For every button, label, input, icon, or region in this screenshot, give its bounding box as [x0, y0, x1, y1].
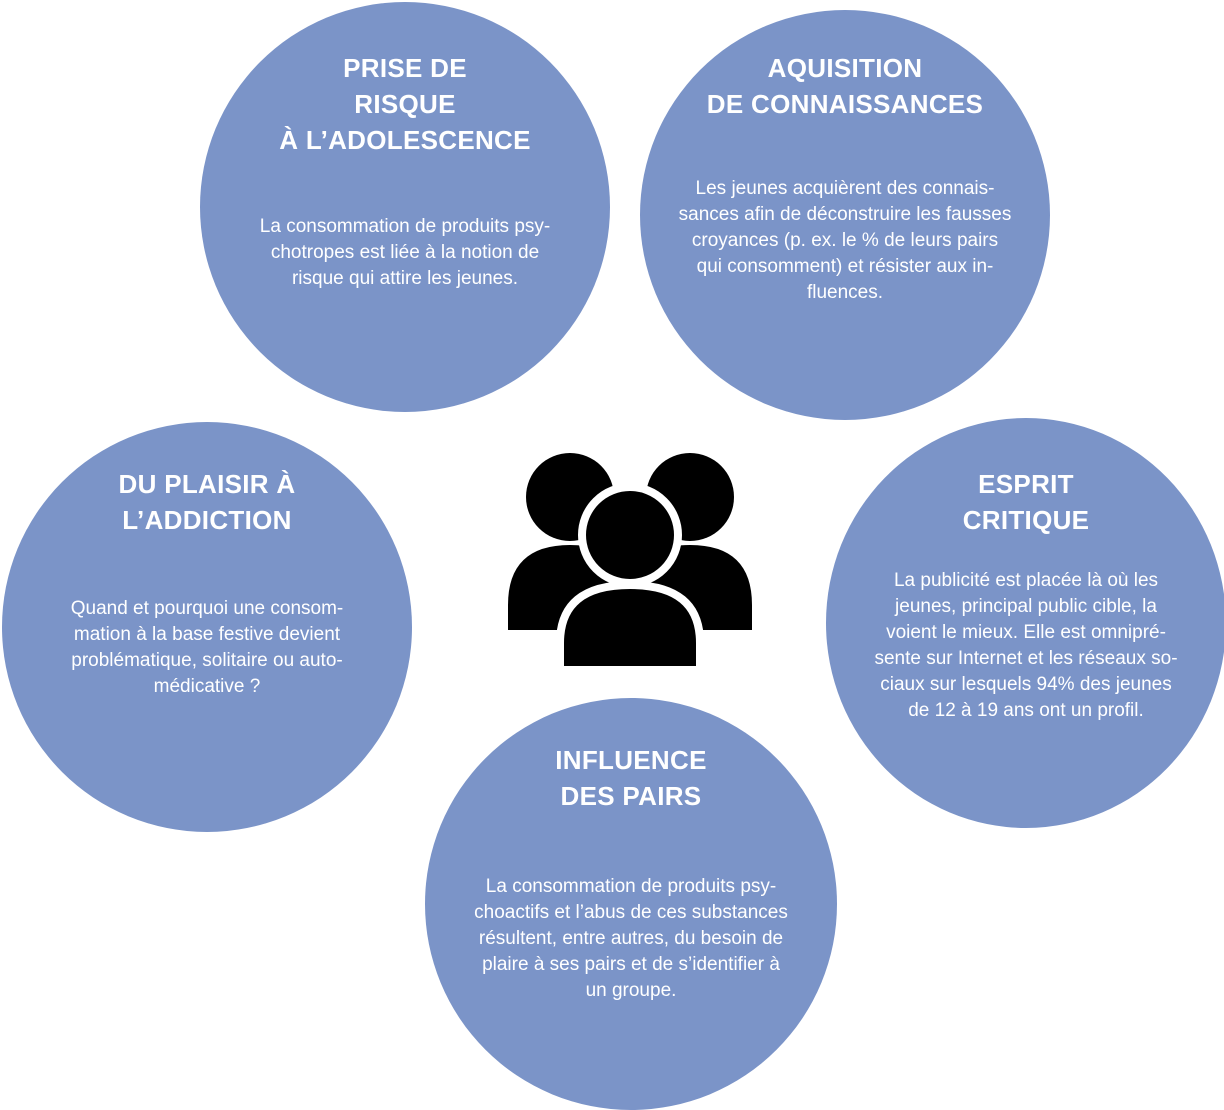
topic-circle-risk-taking: PRISE DE RISQUE À L’ADOLESCENCE La conso…	[200, 2, 610, 412]
people-group-icon	[508, 453, 752, 674]
topic-description: Quand et pourquoi une consom- mation à l…	[70, 598, 344, 697]
topic-title: INFLUENCE DES PAIRS	[555, 745, 707, 811]
topic-title: AQUISITION DE CONNAISSANCES	[706, 53, 984, 119]
topic-circle-addiction: DU PLAISIR À L’ADDICTION Quand et pourqu…	[2, 422, 412, 832]
topic-title: DU PLAISIR À L’ADDICTION	[118, 469, 296, 535]
topic-description: Les jeunes acquièrent des connais- sance…	[678, 178, 1012, 303]
topic-circle-peer-influence: INFLUENCE DES PAIRS La consommation de p…	[425, 698, 837, 1110]
topic-description: La consommation de produits psy- chotrop…	[259, 216, 551, 289]
topic-circle-knowledge: AQUISITION DE CONNAISSANCES Les jeunes a…	[640, 10, 1050, 420]
topic-description: La publicité est placée là où les jeunes…	[874, 570, 1178, 721]
topic-title: ESPRIT CRITIQUE	[962, 469, 1090, 535]
topic-description: La consommation de produits psy- choacti…	[474, 876, 788, 1001]
topic-title: PRISE DE RISQUE À L’ADOLESCENCE	[279, 53, 531, 155]
topic-circle-critical-thinking: ESPRIT CRITIQUE La publicité est placée …	[826, 418, 1224, 828]
